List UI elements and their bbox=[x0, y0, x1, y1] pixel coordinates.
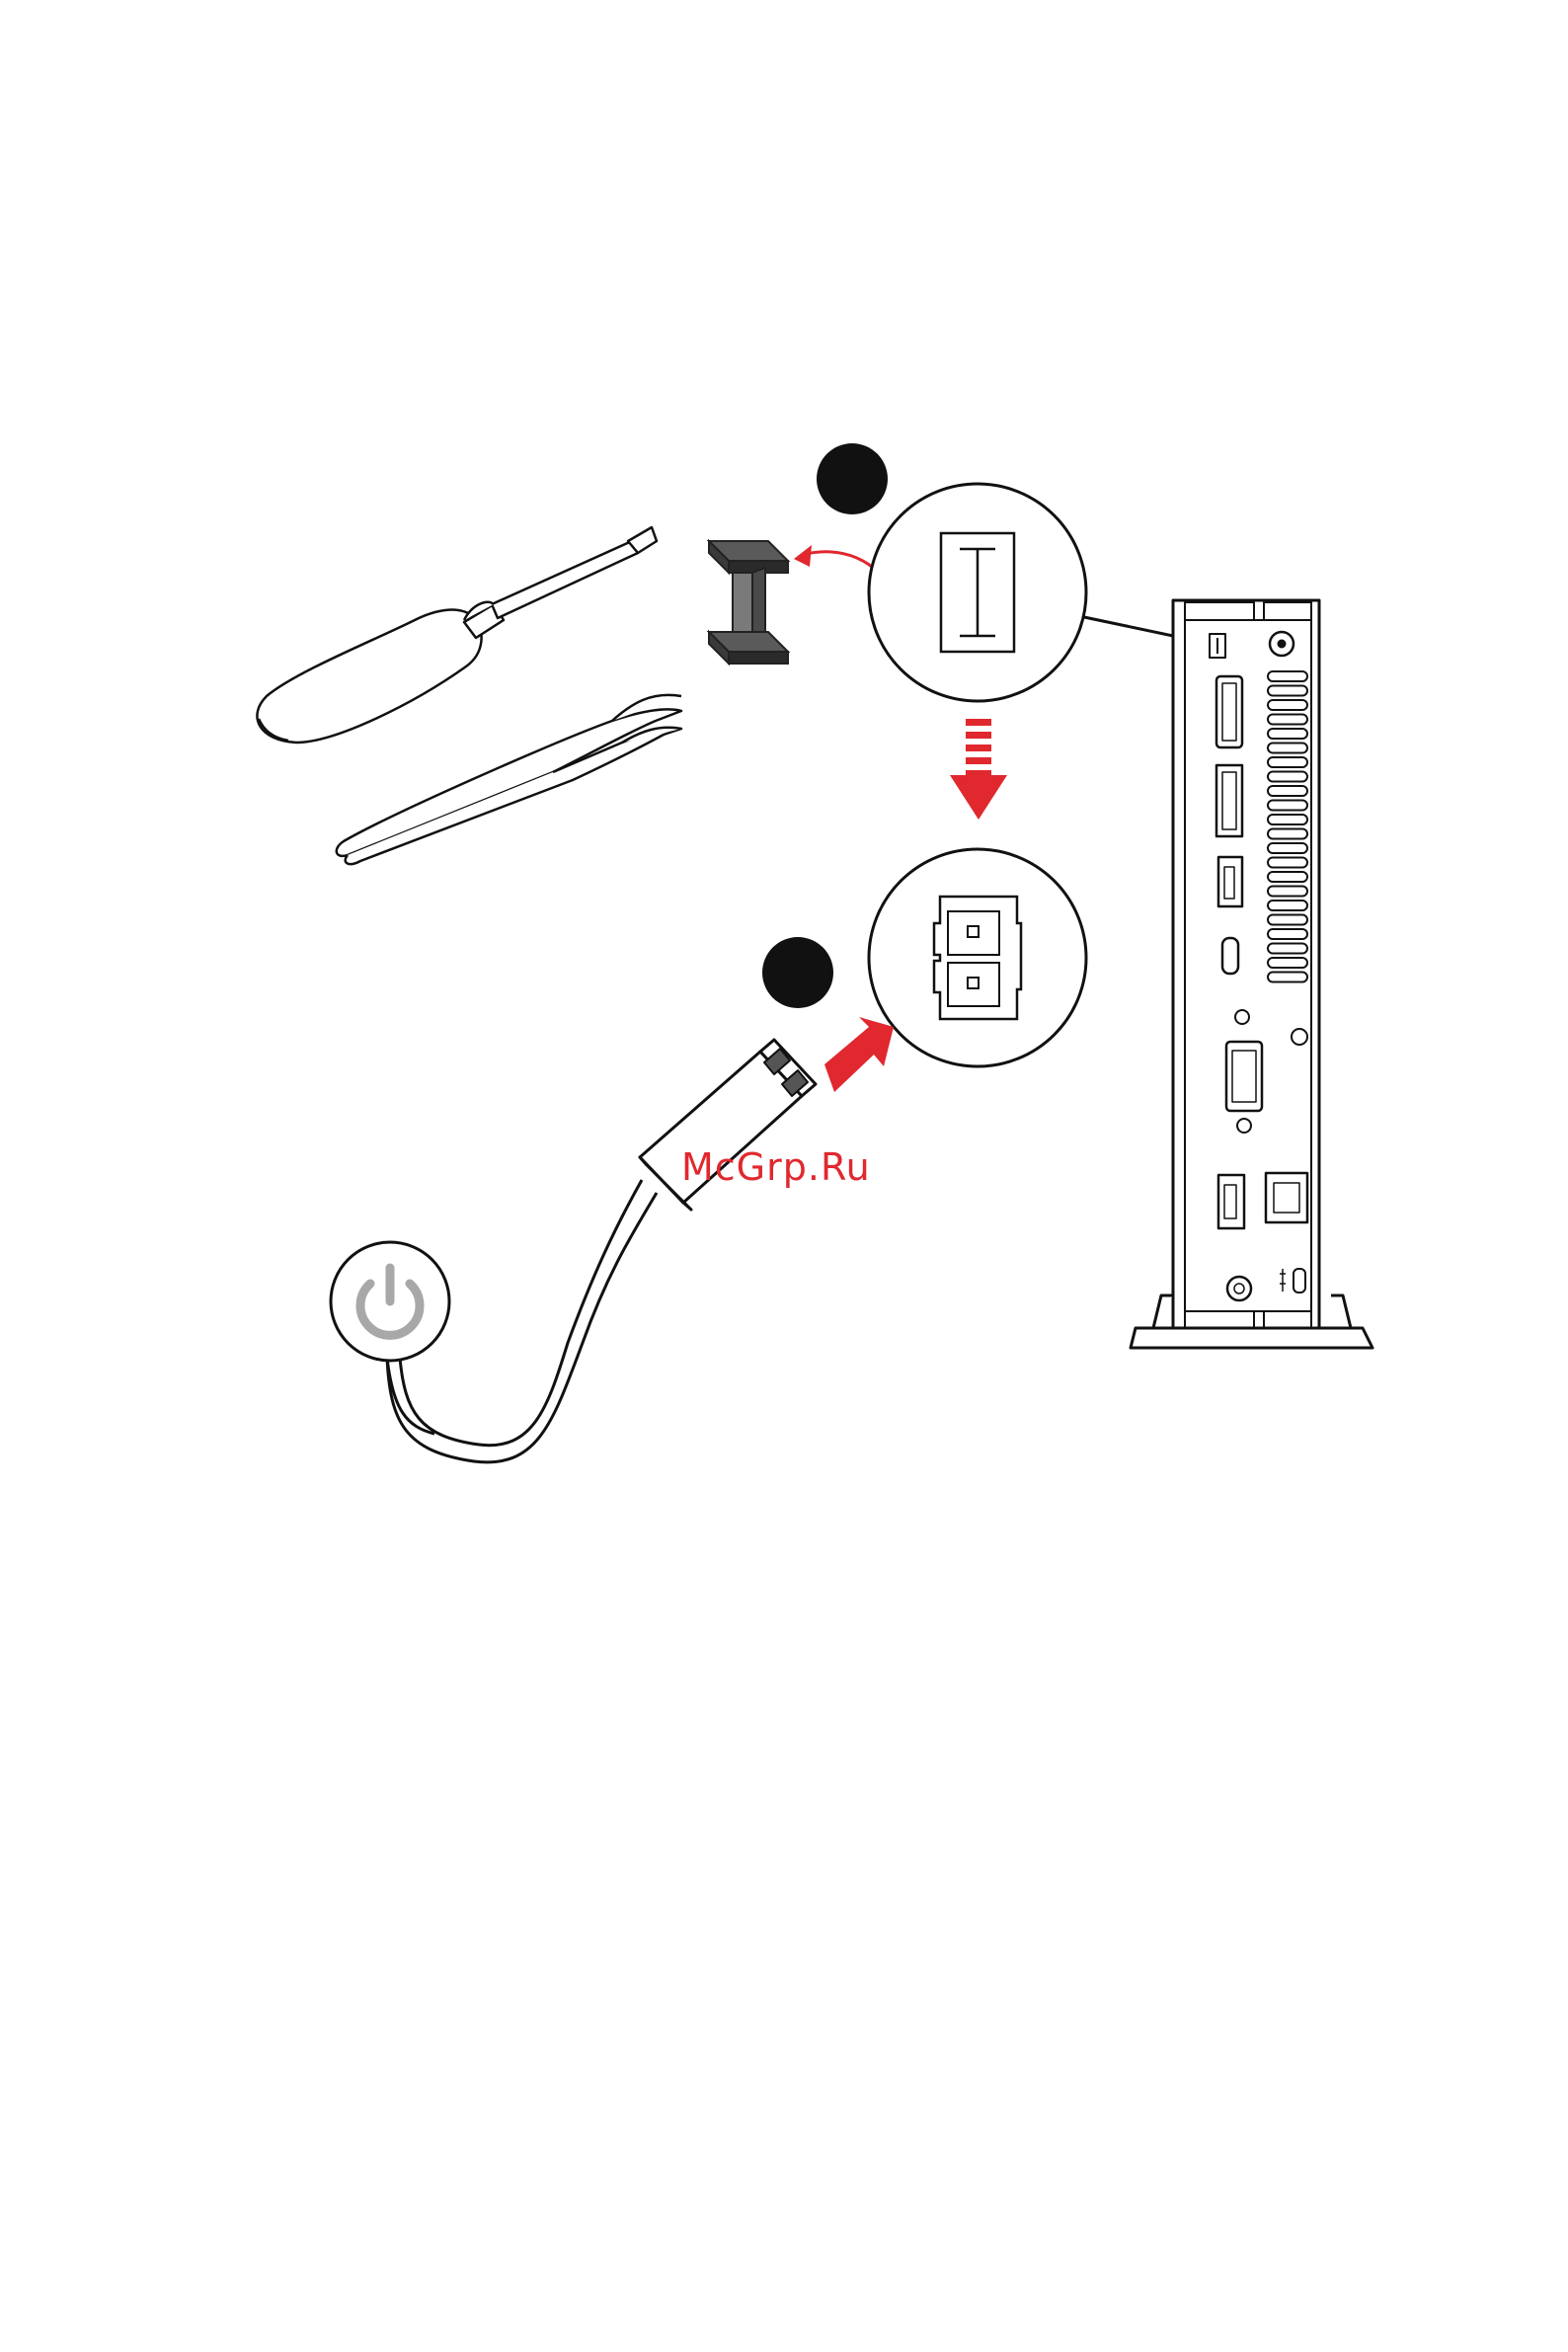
insert-arrow bbox=[824, 1017, 894, 1092]
vent-slot bbox=[1268, 801, 1307, 811]
vent-slot bbox=[1268, 757, 1307, 767]
vent-slot bbox=[1268, 815, 1307, 824]
screwdriver-icon bbox=[257, 527, 657, 743]
vent-slot bbox=[1268, 843, 1307, 853]
vent-slot bbox=[1268, 858, 1307, 868]
vent-slot bbox=[1268, 772, 1307, 782]
vent-slot bbox=[1268, 973, 1307, 982]
vent-slot bbox=[1268, 729, 1307, 739]
jumper-callout-circle bbox=[869, 484, 1086, 701]
vent-slot bbox=[1268, 944, 1307, 954]
vent-slot bbox=[1268, 829, 1307, 839]
vent-slot bbox=[1268, 887, 1307, 897]
vent-slot bbox=[1268, 872, 1307, 882]
vent-slot bbox=[1268, 786, 1307, 796]
vent-slot bbox=[1268, 715, 1307, 725]
vent-slot bbox=[1268, 958, 1307, 968]
step-2-badge bbox=[762, 937, 833, 1008]
header-callout-circle bbox=[869, 849, 1086, 1066]
watermark-text: McGrp.Ru bbox=[681, 1145, 871, 1189]
jumper-cap-icon bbox=[709, 541, 788, 664]
vent-slot bbox=[1268, 671, 1307, 681]
step-1-badge bbox=[817, 443, 888, 514]
down-arrow bbox=[950, 719, 1007, 820]
power-button-icon bbox=[331, 1242, 449, 1361]
mini-pc-icon bbox=[1131, 600, 1372, 1348]
vent-slot bbox=[1268, 901, 1307, 910]
vent-slot bbox=[1268, 744, 1307, 753]
vent-slot bbox=[1268, 700, 1307, 710]
vent-slot bbox=[1268, 929, 1307, 939]
vent-slot bbox=[1268, 686, 1307, 696]
vent-slot bbox=[1268, 915, 1307, 925]
tweezers-icon bbox=[337, 695, 681, 864]
